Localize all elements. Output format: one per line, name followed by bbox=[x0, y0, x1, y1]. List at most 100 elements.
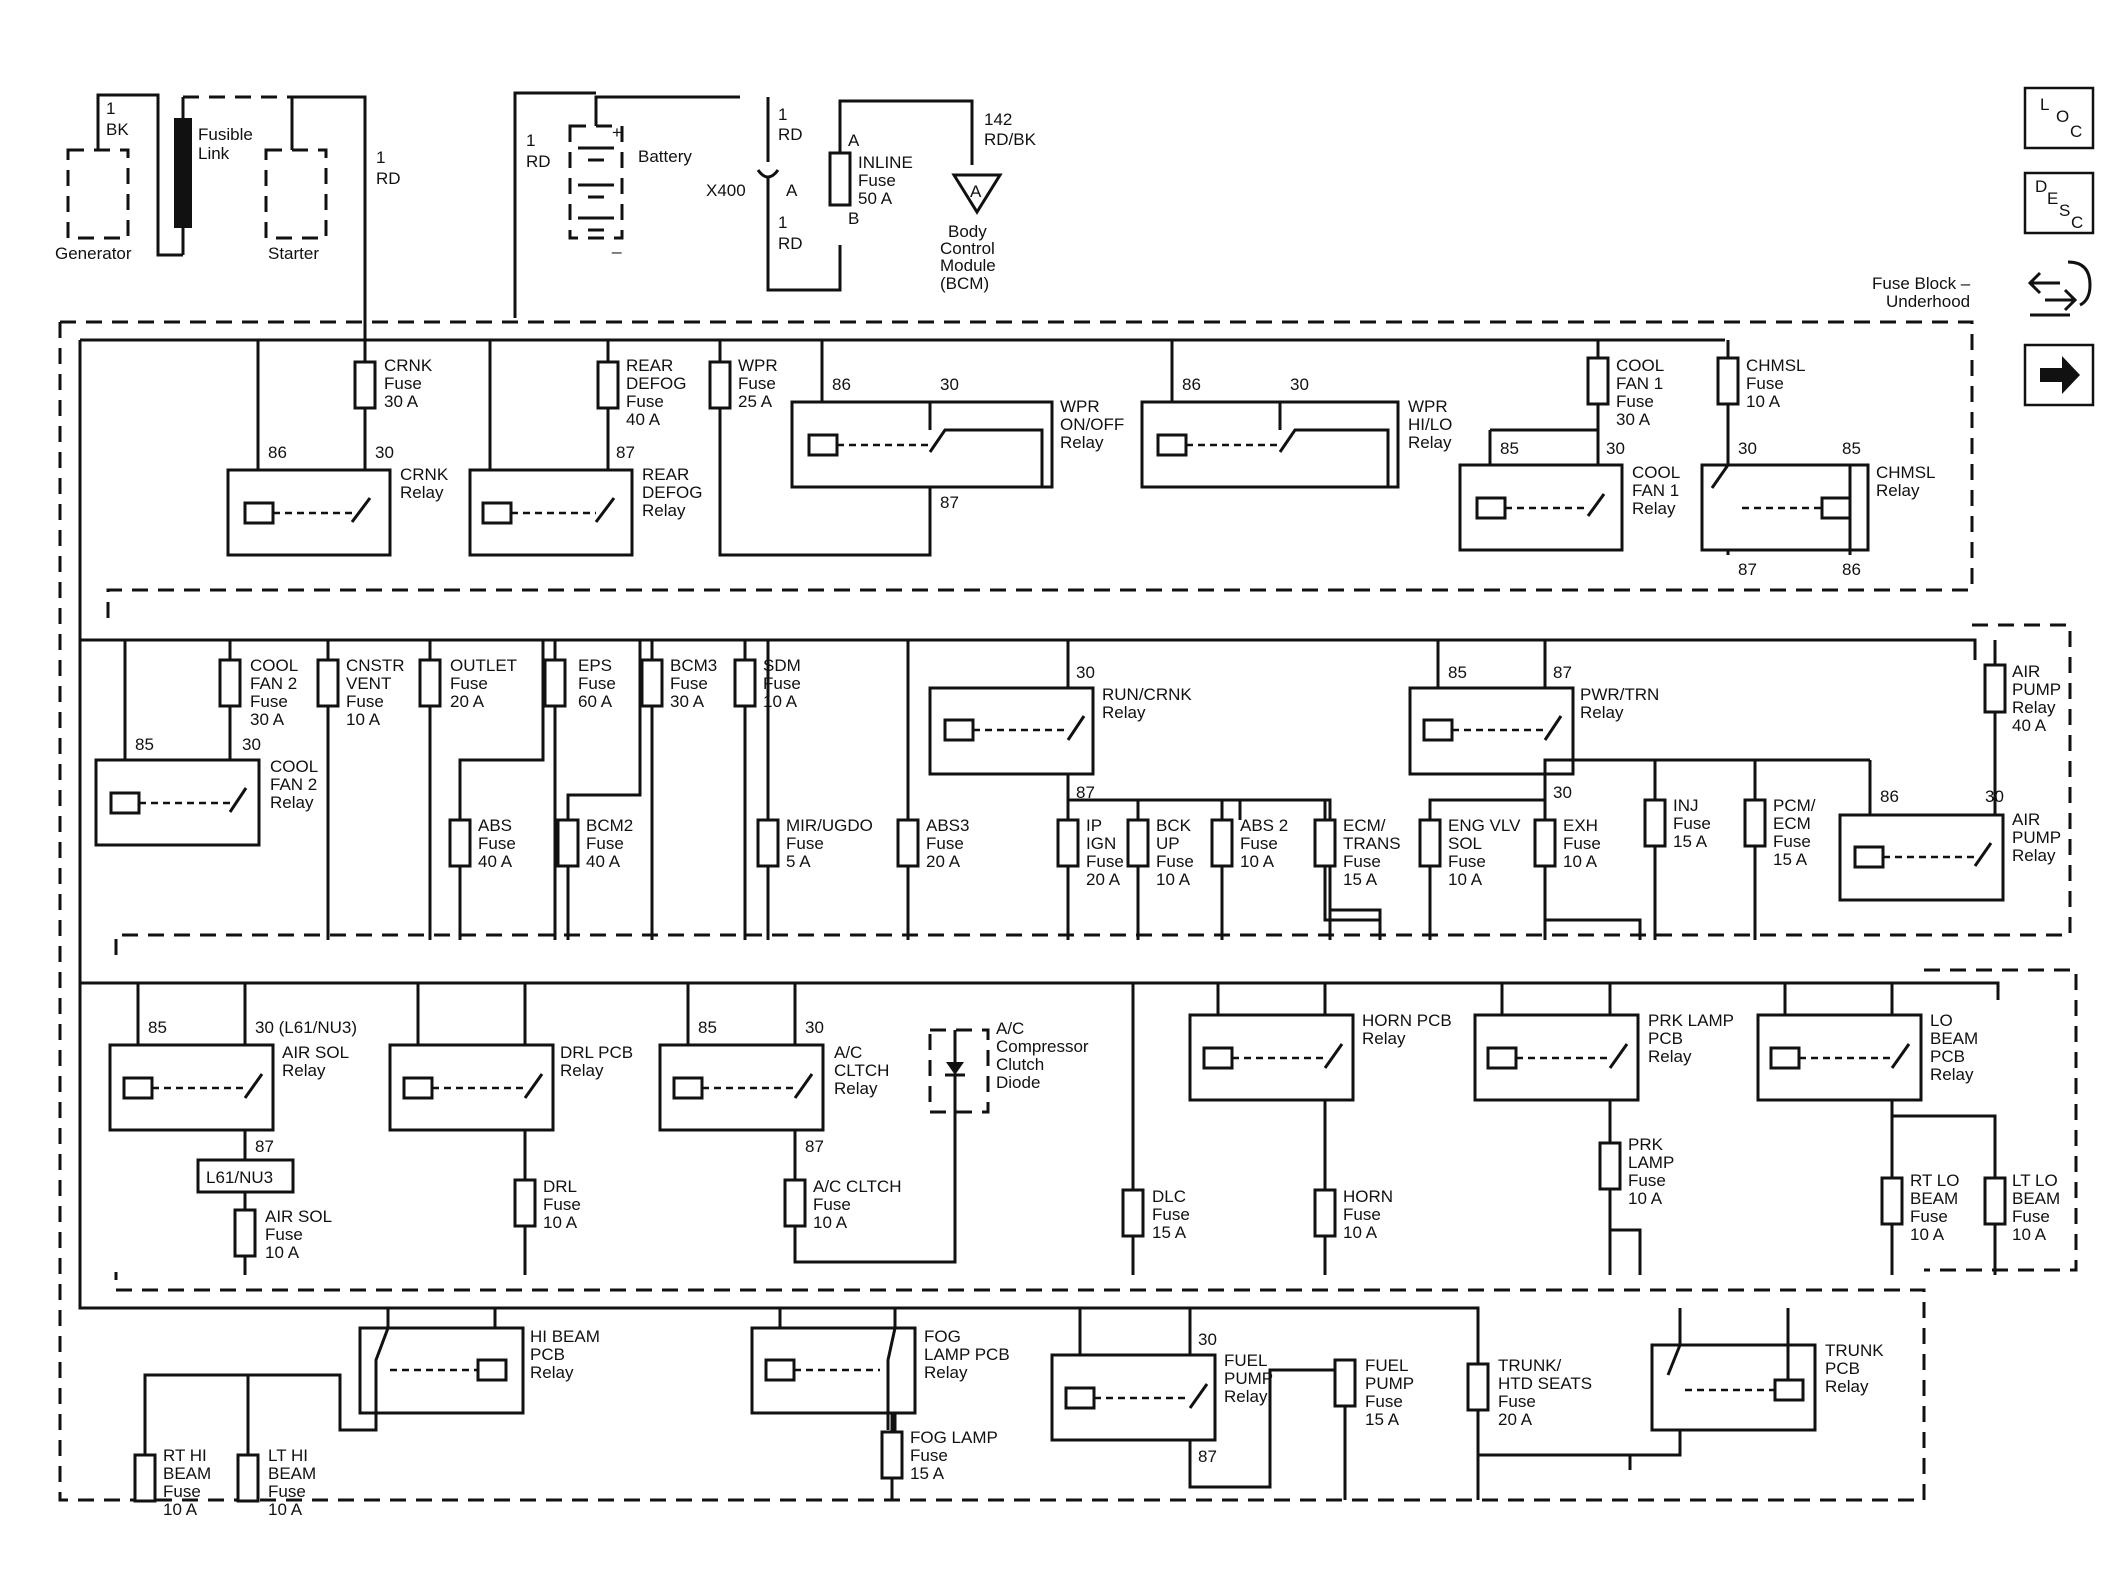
relay-trunk: TRUNK PCB Relay bbox=[1630, 1308, 1884, 1457]
svg-text:HI/LO: HI/LO bbox=[1408, 415, 1452, 434]
body-control-module: A 142 RD/BK Body Control Module (BCM) bbox=[940, 110, 1037, 293]
diode-symbol bbox=[946, 1062, 964, 1075]
svg-text:PCB: PCB bbox=[1825, 1359, 1860, 1378]
row3-fuses: AIR SOL Fuse 10 A DRL Fuse 10 A A/C CLTC… bbox=[233, 983, 2060, 1275]
fuse-trunk-htd-seats: TRUNK/ HTD SEATS Fuse 20 A bbox=[1466, 1356, 1632, 1500]
relay-ac-clutch: 85 30 87 A/C CLTCH Relay bbox=[658, 983, 957, 1264]
svg-text:15 A: 15 A bbox=[1152, 1223, 1187, 1242]
svg-text:10 A: 10 A bbox=[763, 692, 798, 711]
svg-text:87: 87 bbox=[255, 1137, 274, 1156]
connector-tool-icon[interactable] bbox=[2027, 260, 2092, 317]
svg-text:LAMP: LAMP bbox=[1628, 1153, 1674, 1172]
desc-button[interactable]: D E S C bbox=[2023, 171, 2095, 235]
row3-relays: L61/NU3 85 30 (L61/NU3) 87 AIR SOL Relay… bbox=[108, 983, 1997, 1275]
svg-text:10 A: 10 A bbox=[543, 1213, 578, 1232]
svg-text:30: 30 bbox=[1076, 663, 1095, 682]
svg-text:Relay: Relay bbox=[530, 1363, 574, 1382]
fuse-pcm-ecm: PCM/ ECM Fuse 15 A bbox=[1743, 796, 1816, 940]
svg-text:50 A: 50 A bbox=[858, 189, 893, 208]
relay-air-pump: 86 30 AIR PUMP Relay bbox=[1838, 760, 2061, 902]
svg-text:LAMP PCB: LAMP PCB bbox=[924, 1345, 1010, 1364]
battery-minus: _ bbox=[611, 235, 622, 254]
svg-text:30: 30 bbox=[940, 375, 959, 394]
svg-text:Fuse: Fuse bbox=[813, 1195, 851, 1214]
svg-text:85: 85 bbox=[1842, 439, 1861, 458]
loc-button[interactable]: L O C bbox=[2023, 86, 2095, 150]
svg-text:Control: Control bbox=[940, 239, 995, 258]
svg-text:BCM2: BCM2 bbox=[586, 816, 633, 835]
svg-text:Fuse: Fuse bbox=[763, 674, 801, 693]
fuse-wpr: WPR Fuse 25 A bbox=[708, 340, 932, 557]
fuse-bcm3: BCM3 Fuse 30 A bbox=[566, 640, 717, 940]
row2-low-fuses: ABS Fuse 40 A BCM2 Fuse 40 A MIR/UGDO Fu… bbox=[448, 640, 1870, 940]
fuse-lt-lo-beam: LT LO BEAM Fuse 10 A bbox=[1983, 1171, 2060, 1244]
generator-symbol bbox=[66, 148, 130, 240]
svg-text:5 A: 5 A bbox=[786, 852, 811, 871]
svg-text:IGN: IGN bbox=[1086, 834, 1116, 853]
x400-label: X400 bbox=[706, 181, 746, 200]
row4-relays: HI BEAM PCB Relay FOG LAMP PCB Relay 30 … bbox=[143, 1308, 1884, 1500]
svg-text:30: 30 bbox=[1198, 1330, 1217, 1349]
svg-text:87: 87 bbox=[1738, 560, 1757, 579]
svg-text:Relay: Relay bbox=[642, 501, 686, 520]
svg-text:ABS3: ABS3 bbox=[926, 816, 969, 835]
row4-fuses: RT HI BEAM Fuse 10 A LT HI BEAM Fuse 10 … bbox=[133, 1356, 1632, 1519]
svg-text:20 A: 20 A bbox=[926, 852, 961, 871]
svg-text:SOL: SOL bbox=[1448, 834, 1482, 853]
svg-text:Relay: Relay bbox=[2012, 846, 2056, 865]
svg-text:30: 30 bbox=[1738, 439, 1757, 458]
svg-text:Fuse: Fuse bbox=[384, 374, 422, 393]
battery-label: Battery bbox=[638, 147, 692, 166]
generator-label: Generator bbox=[55, 244, 132, 263]
battery-plus: + bbox=[612, 123, 622, 142]
ac-compressor-clutch-diode: A/C Compressor Clutch Diode bbox=[928, 1019, 1089, 1114]
svg-text:Fuse: Fuse bbox=[1746, 374, 1784, 393]
svg-text:Fuse: Fuse bbox=[786, 834, 824, 853]
svg-text:15 A: 15 A bbox=[1365, 1410, 1400, 1429]
svg-text:Fuse: Fuse bbox=[268, 1482, 306, 1501]
svg-text:Fuse: Fuse bbox=[1673, 814, 1711, 833]
bcm-label: Body bbox=[948, 222, 987, 241]
fuse-abs3: ABS3 Fuse 20 A bbox=[896, 816, 969, 940]
svg-text:86: 86 bbox=[1842, 560, 1861, 579]
fuse-sdm: SDM Fuse 10 A bbox=[733, 640, 801, 940]
svg-text:10 A: 10 A bbox=[265, 1243, 300, 1262]
fuse-cool-fan-1: COOL FAN 1 Fuse 30 A bbox=[1586, 340, 1664, 465]
svg-text:BEAM: BEAM bbox=[1930, 1029, 1978, 1048]
svg-text:10 A: 10 A bbox=[1628, 1189, 1663, 1208]
svg-text:REAR: REAR bbox=[642, 465, 689, 484]
svg-text:Relay: Relay bbox=[1825, 1377, 1869, 1396]
next-page-button[interactable] bbox=[2023, 343, 2095, 407]
inline-fuse: A B INLINE Fuse 50 A bbox=[828, 99, 974, 228]
svg-text:Fuse: Fuse bbox=[1448, 852, 1486, 871]
fuse-inj: INJ Fuse 15 A bbox=[1643, 796, 1711, 940]
svg-text:A/C: A/C bbox=[996, 1019, 1024, 1038]
relay-wpr-onoff: 86 30 87 WPR ON/OFF Relay bbox=[790, 340, 1124, 512]
svg-text:AIR SOL: AIR SOL bbox=[265, 1207, 332, 1226]
svg-text:RT HI: RT HI bbox=[163, 1446, 207, 1465]
svg-text:87: 87 bbox=[805, 1137, 824, 1156]
svg-text:FAN 1: FAN 1 bbox=[1616, 374, 1663, 393]
svg-text:Relay: Relay bbox=[1060, 433, 1104, 452]
svg-text:A: A bbox=[848, 131, 860, 150]
fuse-abs: ABS Fuse 40 A bbox=[448, 816, 516, 940]
fuse-eps: EPS Fuse 60 A bbox=[458, 640, 616, 940]
svg-text:10 A: 10 A bbox=[346, 710, 381, 729]
generator-wire bbox=[96, 93, 183, 257]
svg-text:PUMP: PUMP bbox=[2012, 680, 2061, 699]
svg-text:COOL: COOL bbox=[270, 757, 318, 776]
svg-text:Module: Module bbox=[940, 256, 996, 275]
svg-text:RD: RD bbox=[376, 169, 401, 188]
svg-text:LT LO: LT LO bbox=[2012, 1171, 2058, 1190]
svg-text:Relay: Relay bbox=[1408, 433, 1452, 452]
svg-text:O: O bbox=[2056, 107, 2069, 126]
svg-text:PUMP: PUMP bbox=[1224, 1369, 1273, 1388]
svg-text:Link: Link bbox=[198, 144, 230, 163]
generator-wire-num: 1 bbox=[106, 99, 115, 118]
svg-text:30: 30 bbox=[242, 735, 261, 754]
fuse-ac-cltch: A/C CLTCH Fuse 10 A bbox=[783, 1177, 901, 1232]
svg-text:1: 1 bbox=[778, 213, 787, 232]
svg-text:RT LO: RT LO bbox=[1910, 1171, 1959, 1190]
fuse-fuel-pump: FUEL PUMP Fuse 15 A bbox=[1333, 1356, 1414, 1429]
fuse-prk-lamp: PRK LAMP Fuse 10 A bbox=[1598, 1135, 1674, 1208]
